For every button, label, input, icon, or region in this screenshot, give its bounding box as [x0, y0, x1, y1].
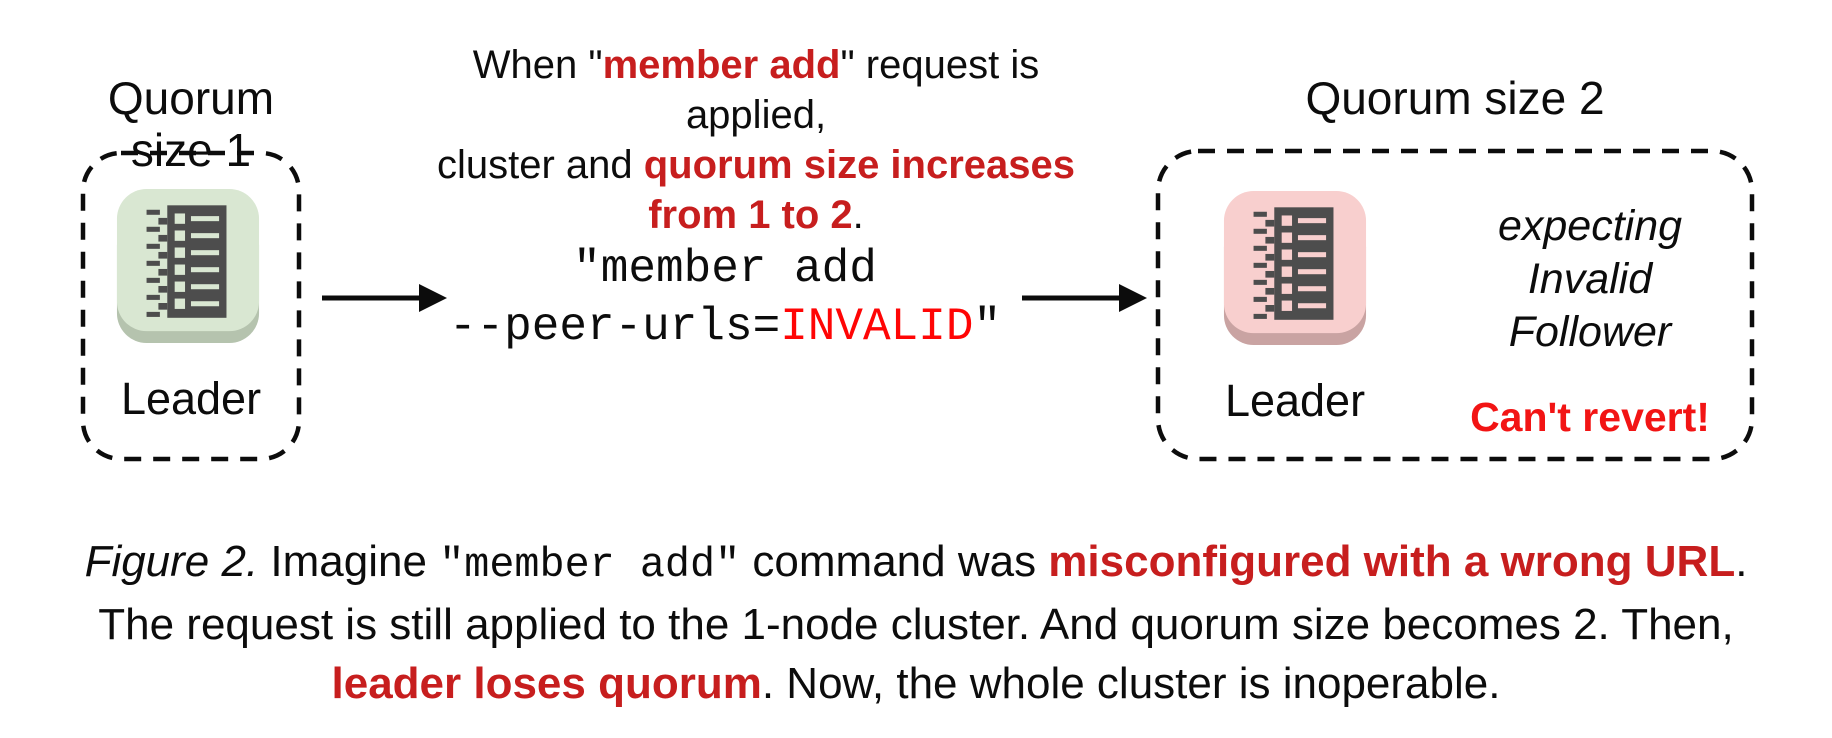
dashed-border [80, 150, 302, 462]
caption-line-3: leader loses quorum. Now, the whole clus… [40, 654, 1792, 713]
text-segment: The request is still applied to the 1-no… [98, 600, 1734, 649]
cluster-box-2: Leader expecting Invalid Follower Can't … [1155, 148, 1755, 462]
heading-line-2: cluster and quorum size increases [406, 140, 1106, 190]
log-glyph [146, 205, 227, 318]
text-segment: " request is applied, [685, 43, 1040, 137]
text-segment: Figure 2. [84, 537, 259, 586]
leader-node-icon [116, 189, 260, 343]
caption-line-1: Figure 2. Imagine "member add" command w… [40, 532, 1792, 595]
member-add-heading: When "member add" request is applied, cl… [406, 40, 1106, 240]
expecting-invalid-follower-text: expecting Invalid Follower [1455, 200, 1725, 359]
command-line-2: --peer-urls=INVALID" [405, 298, 1045, 356]
text-segment: . Now, the whole cluster is inoperable. [761, 659, 1501, 708]
caption-line-2: The request is still applied to the 1-no… [40, 595, 1792, 654]
text-segment: . [852, 193, 864, 237]
right-arrow-icon [322, 284, 447, 312]
text-segment: member add [602, 43, 841, 87]
expecting-line: Invalid [1527, 255, 1653, 303]
figure-caption: Figure 2. Imagine "member add" command w… [40, 532, 1792, 713]
text-segment: When " [472, 43, 603, 87]
quorum-size-2-label: Quorum size 2 [1305, 72, 1605, 124]
right-arrow-icon [1022, 284, 1147, 312]
text-segment: " [973, 301, 1002, 353]
expecting-line: expecting [1497, 202, 1683, 250]
command-line-1: "member add [405, 240, 1045, 298]
member-add-command: "member add --peer-urls=INVALID" [405, 240, 1045, 356]
text-segment: . [1735, 537, 1748, 586]
log-glyph [1253, 207, 1334, 320]
leader-node-icon-invalid [1223, 191, 1367, 345]
expecting-line: Follower [1508, 308, 1672, 356]
cant-revert-warning: Can't revert! [1470, 394, 1710, 440]
text-segment: "member add [573, 243, 877, 295]
text-segment: from 1 to 2 [648, 193, 853, 237]
heading-line-3: from 1 to 2. [406, 190, 1106, 240]
text-segment: --peer-urls= [448, 301, 781, 353]
text-segment: cluster and [436, 143, 644, 187]
quorum-size-1-label: Quorum size 1 [107, 72, 275, 176]
text-segment: Imagine [258, 537, 440, 586]
text-segment: "member add" [439, 541, 741, 589]
leader-label: Leader [120, 373, 262, 424]
text-segment: misconfigured with a wrong URL [1048, 537, 1736, 586]
text-segment: command was [740, 537, 1049, 586]
leader-label: Leader [1224, 375, 1366, 426]
heading-line-1: When "member add" request is applied, [406, 40, 1106, 140]
text-segment: leader loses quorum [331, 659, 762, 708]
text-segment: quorum size increases [643, 143, 1076, 187]
cluster-box-1: Leader [80, 150, 302, 462]
text-segment: INVALID [780, 301, 974, 353]
